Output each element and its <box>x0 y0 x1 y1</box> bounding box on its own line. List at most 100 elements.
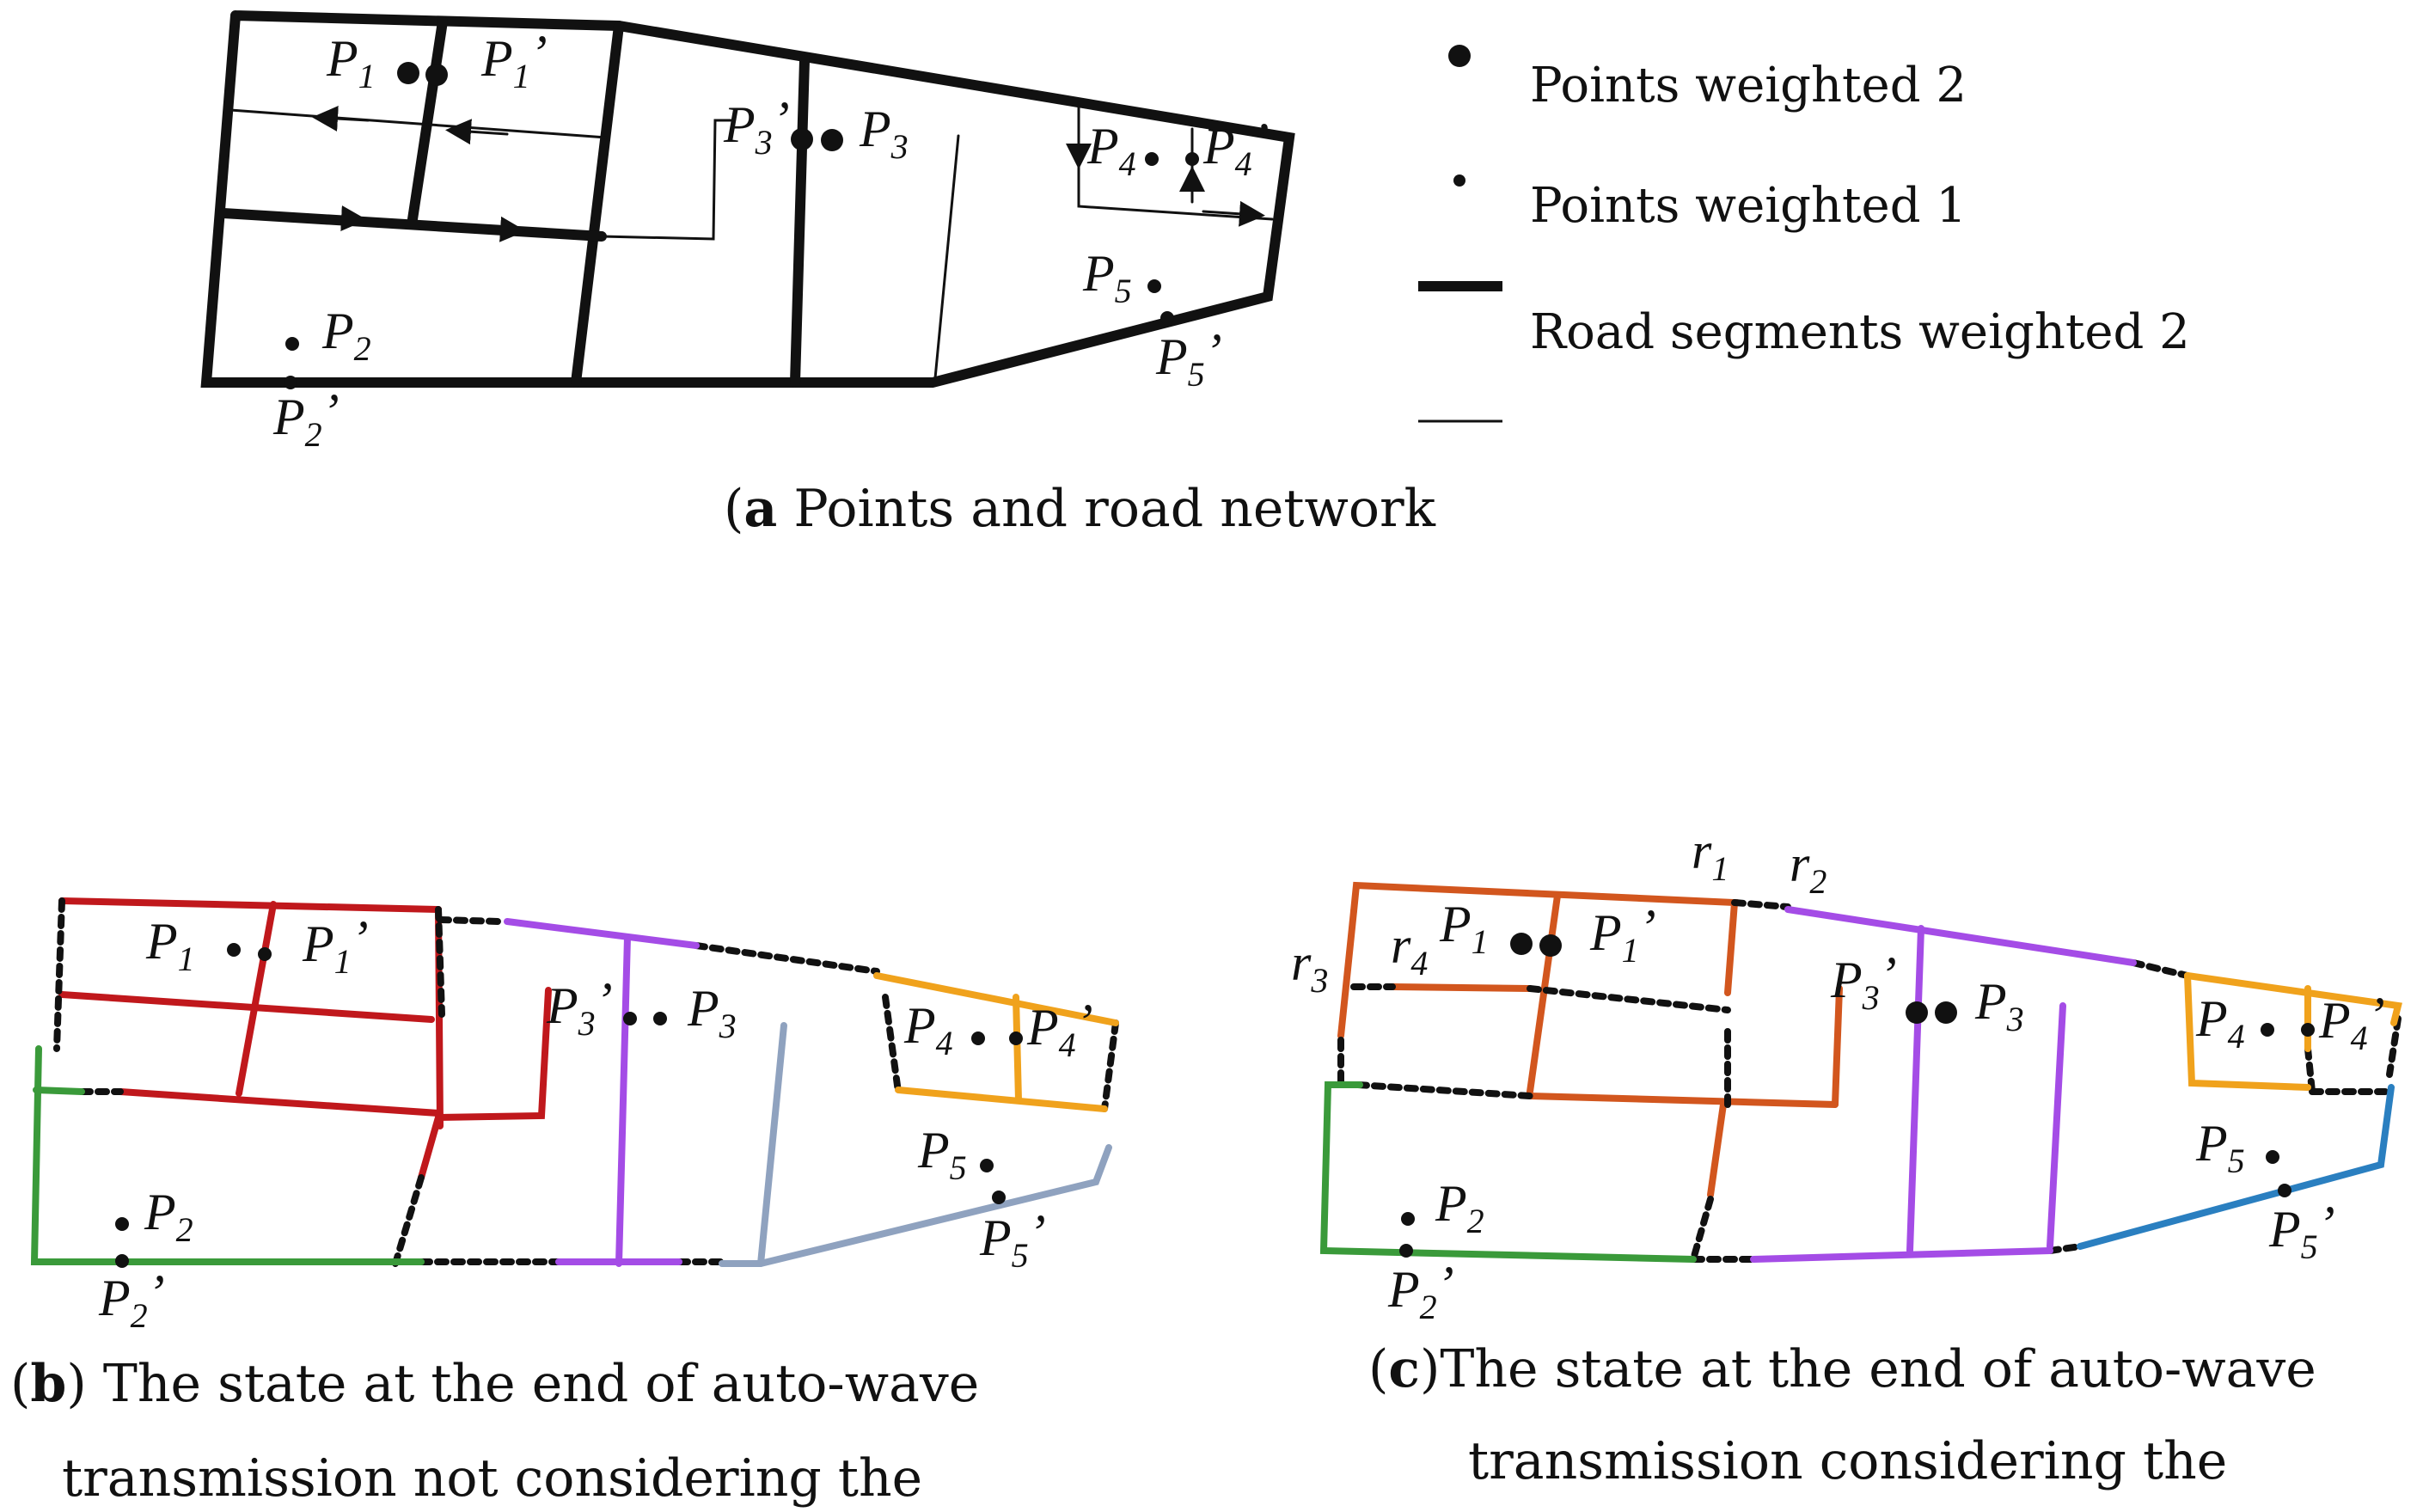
label-a-p4: P4 <box>1086 118 1136 183</box>
legend: Points weighted 2 Points weighted 1 Road… <box>1418 45 2190 423</box>
label-c-r1: r1 <box>1692 823 1729 888</box>
label-c-p2-prime: P2’ <box>1387 1256 1454 1326</box>
label-c-r2: r2 <box>1790 836 1826 901</box>
road-a-vertical-2 <box>790 55 810 388</box>
label-a-p3-prime: P3’ <box>723 91 790 162</box>
caption-c-line1: (c)The state at the end of auto-wave <box>1368 1339 2316 1399</box>
point-b-p3 <box>653 1012 667 1025</box>
label-c-p2: P2 <box>1435 1175 1484 1240</box>
arrow-a-7 <box>1202 200 1265 227</box>
panel-b-dotted-connectors <box>53 897 1119 1267</box>
panel-c-dotted-connectors <box>1337 899 2402 1263</box>
panel-c-points <box>1399 933 2315 1258</box>
point-c-p1-prime <box>1539 934 1562 957</box>
label-a-p1-prime: P1’ <box>480 25 548 95</box>
legend-point-weight-2-icon <box>1448 45 1471 67</box>
caption-b-line2: transmission not considering the <box>62 1448 922 1509</box>
point-b-p2-prime <box>115 1254 129 1268</box>
label-c-r4: r4 <box>1391 917 1428 982</box>
panel-a-labels: P1 P1’ P2 P2’ P3’ P3 P4 P4’ P5 P5’ <box>272 25 1270 454</box>
point-c-p3-prime <box>1906 1001 1928 1024</box>
point-a-p5 <box>1147 279 1161 293</box>
arrow-a-1 <box>312 106 370 132</box>
label-b-p5-prime: P5’ <box>979 1204 1046 1275</box>
label-c-p3-prime: P3’ <box>1830 946 1897 1017</box>
panel-c-purple-region <box>1750 906 2137 1263</box>
panel-c-labels: P1 P1’ P2 P2’ P3’ P3 P4 P4’ P5 P5’ r1 r2… <box>1291 823 2385 1326</box>
point-a-p2 <box>285 337 299 351</box>
panel-a-points <box>284 62 1199 389</box>
legend-point-weight-1-icon <box>1453 174 1465 187</box>
panel-b-labels: P1 P1’ P2 P2’ P3’ P3 P4 P4’ P5 P5’ <box>98 910 1093 1335</box>
label-b-p3-prime: P3’ <box>546 972 613 1043</box>
label-a-p5: P5 <box>1082 245 1132 310</box>
panel-c-road-network <box>1319 881 2402 1263</box>
label-b-p1: P1 <box>145 913 195 978</box>
label-c-p3: P3 <box>1974 973 2024 1038</box>
label-c-p1-prime: P1’ <box>1589 899 1656 970</box>
point-b-p1 <box>227 943 241 957</box>
road-a-thin-1 <box>229 108 608 139</box>
panel-b-green-region <box>30 1045 425 1265</box>
arrow-a-2 <box>445 119 509 145</box>
label-c-p5: P5 <box>2195 1115 2245 1180</box>
road-a-vertical-3 <box>407 16 448 224</box>
panel-b-road-network <box>30 897 1119 1267</box>
point-b-p5-prime <box>992 1191 1006 1204</box>
point-a-p1-prime <box>425 64 448 86</box>
label-b-p2: P2 <box>144 1184 193 1249</box>
label-a-p1: P1 <box>326 30 376 95</box>
point-c-p4 <box>2261 1023 2274 1037</box>
point-c-p5-prime <box>2278 1184 2291 1197</box>
point-c-p4-prime <box>2301 1023 2315 1037</box>
panel-c-blue-region <box>2077 1084 2395 1250</box>
road-a-thin-2 <box>600 119 732 241</box>
point-a-p1 <box>397 62 419 84</box>
point-c-p1 <box>1510 933 1533 955</box>
point-a-p3 <box>821 129 843 151</box>
label-a-p2: P2 <box>321 303 371 368</box>
label-c-p1: P1 <box>1439 896 1489 961</box>
panel-c-orange-red-region <box>1337 881 1843 1198</box>
caption-a: (a Points and road network <box>724 479 1436 539</box>
road-a-thin-3 <box>933 134 960 380</box>
point-b-p3-prime <box>623 1012 637 1025</box>
panel-b-red-region <box>58 897 552 1181</box>
point-b-p2 <box>115 1217 129 1231</box>
label-c-p4-prime: P4’ <box>2318 987 2385 1057</box>
label-c-p4: P4 <box>2195 990 2245 1056</box>
point-b-p1-prime <box>258 947 272 961</box>
panel-c-green-region <box>1319 1081 1697 1263</box>
point-c-p3 <box>1935 1001 1957 1024</box>
panel-b-orange-region <box>873 972 1119 1112</box>
label-a-p5-prime: P5’ <box>1155 323 1222 394</box>
road-a-vertical-1 <box>571 21 624 388</box>
point-b-p4-prime <box>1009 1031 1023 1045</box>
road-a-horizontal-1 <box>218 208 607 242</box>
label-c-p5-prime: P5’ <box>2268 1196 2335 1266</box>
legend-points-weighted-2: Points weighted 2 <box>1530 58 1967 113</box>
label-a-p2-prime: P2’ <box>272 383 340 454</box>
panel-b-purple-region <box>504 918 700 1267</box>
label-b-p4-prime: P4’ <box>1026 994 1093 1064</box>
point-c-p2-prime <box>1399 1244 1413 1258</box>
label-a-p4-prime: P4’ <box>1202 113 1270 183</box>
point-a-p4 <box>1145 152 1159 166</box>
panel-b-grey-region <box>719 1022 1112 1267</box>
label-b-p2-prime: P2’ <box>98 1264 165 1335</box>
label-c-r3: r3 <box>1291 934 1328 1000</box>
caption-c-line2: transmission considering the <box>1468 1431 2227 1491</box>
point-a-p3-prime <box>791 128 813 150</box>
arrow-a-4 <box>462 216 526 242</box>
legend-road-segments-weighted-2: Road segments weighted 2 <box>1530 304 2190 360</box>
point-c-p5 <box>2266 1150 2279 1164</box>
label-b-p3: P3 <box>687 980 737 1045</box>
panel-b-points <box>115 943 1023 1268</box>
label-b-p1-prime: P1’ <box>302 910 369 981</box>
point-c-p2 <box>1401 1212 1415 1226</box>
point-a-p5-prime <box>1160 311 1174 325</box>
arrow-a-3 <box>308 205 367 231</box>
point-b-p5 <box>980 1159 994 1172</box>
caption-b-line1: (b) The state at the end of auto-wave <box>10 1354 979 1414</box>
